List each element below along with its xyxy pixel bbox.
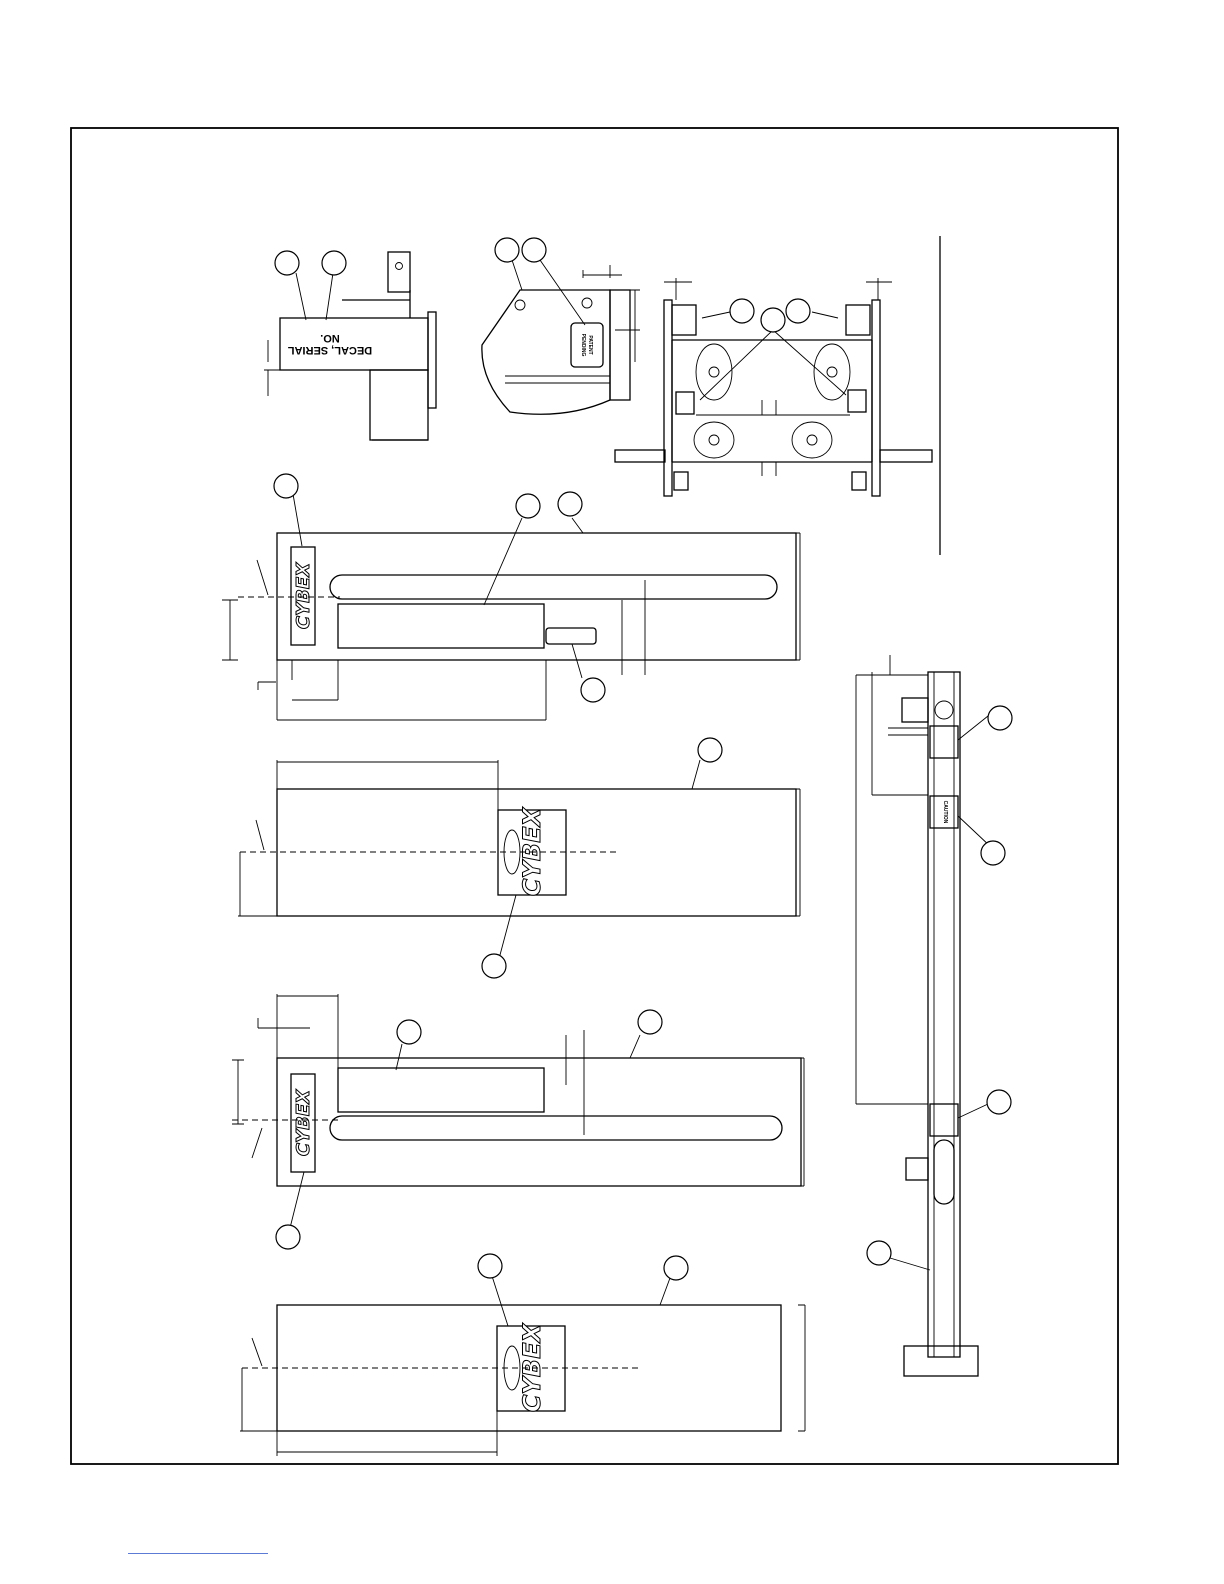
brand-logo-text: CYBEX (293, 1089, 314, 1156)
brand-logo-text: CYBEX (518, 1322, 546, 1412)
caution-label: CAUTION (942, 801, 948, 824)
callout-balloon (638, 1010, 662, 1034)
callout-balloon (478, 1254, 502, 1278)
callout-balloon (482, 954, 506, 978)
patent-pending-view: PATENT PENDING (482, 238, 640, 414)
callout-balloon (987, 1090, 1011, 1114)
brand-logo-text: CYBEX (518, 806, 546, 896)
callout-balloon (981, 841, 1005, 865)
callout-balloon (730, 299, 754, 323)
callout-balloon (516, 494, 540, 518)
callout-balloon (274, 474, 298, 498)
callout-balloon (786, 299, 810, 323)
frame-front-view (615, 278, 932, 496)
decal-serial-label-line1: DECAL, SERIAL (288, 344, 373, 356)
callout-balloon (664, 1256, 688, 1280)
decal-serial-label-line2: NO. (320, 332, 340, 344)
callout-balloon (698, 738, 722, 762)
callout-balloon (322, 251, 346, 275)
callout-balloon (761, 308, 785, 332)
pad-view-1: CYBEX (222, 474, 800, 720)
callout-balloon (867, 1241, 891, 1265)
pad-view-2: CYBEX (238, 738, 800, 978)
brand-logo-text: CYBEX (293, 562, 314, 629)
pad-view-4: CYBEX (240, 1254, 805, 1456)
pad-view-3: CYBEX (232, 994, 804, 1249)
patent-label-line1: PATENT (587, 335, 593, 354)
callout-balloon (397, 1020, 421, 1044)
footer-rule (128, 1553, 268, 1554)
serial-decal-view: DECAL, SERIAL NO. (264, 251, 436, 440)
drawing-border (71, 128, 1118, 1464)
callout-balloon (275, 251, 299, 275)
callout-balloon (495, 238, 519, 262)
callout-balloon (581, 678, 605, 702)
callout-balloon (988, 706, 1012, 730)
callout-balloon (558, 492, 582, 516)
callout-balloon (522, 238, 546, 262)
callout-balloon (276, 1225, 300, 1249)
upright-side-view: CAUTION (856, 655, 1012, 1376)
patent-label-line2: PENDING (580, 334, 586, 357)
